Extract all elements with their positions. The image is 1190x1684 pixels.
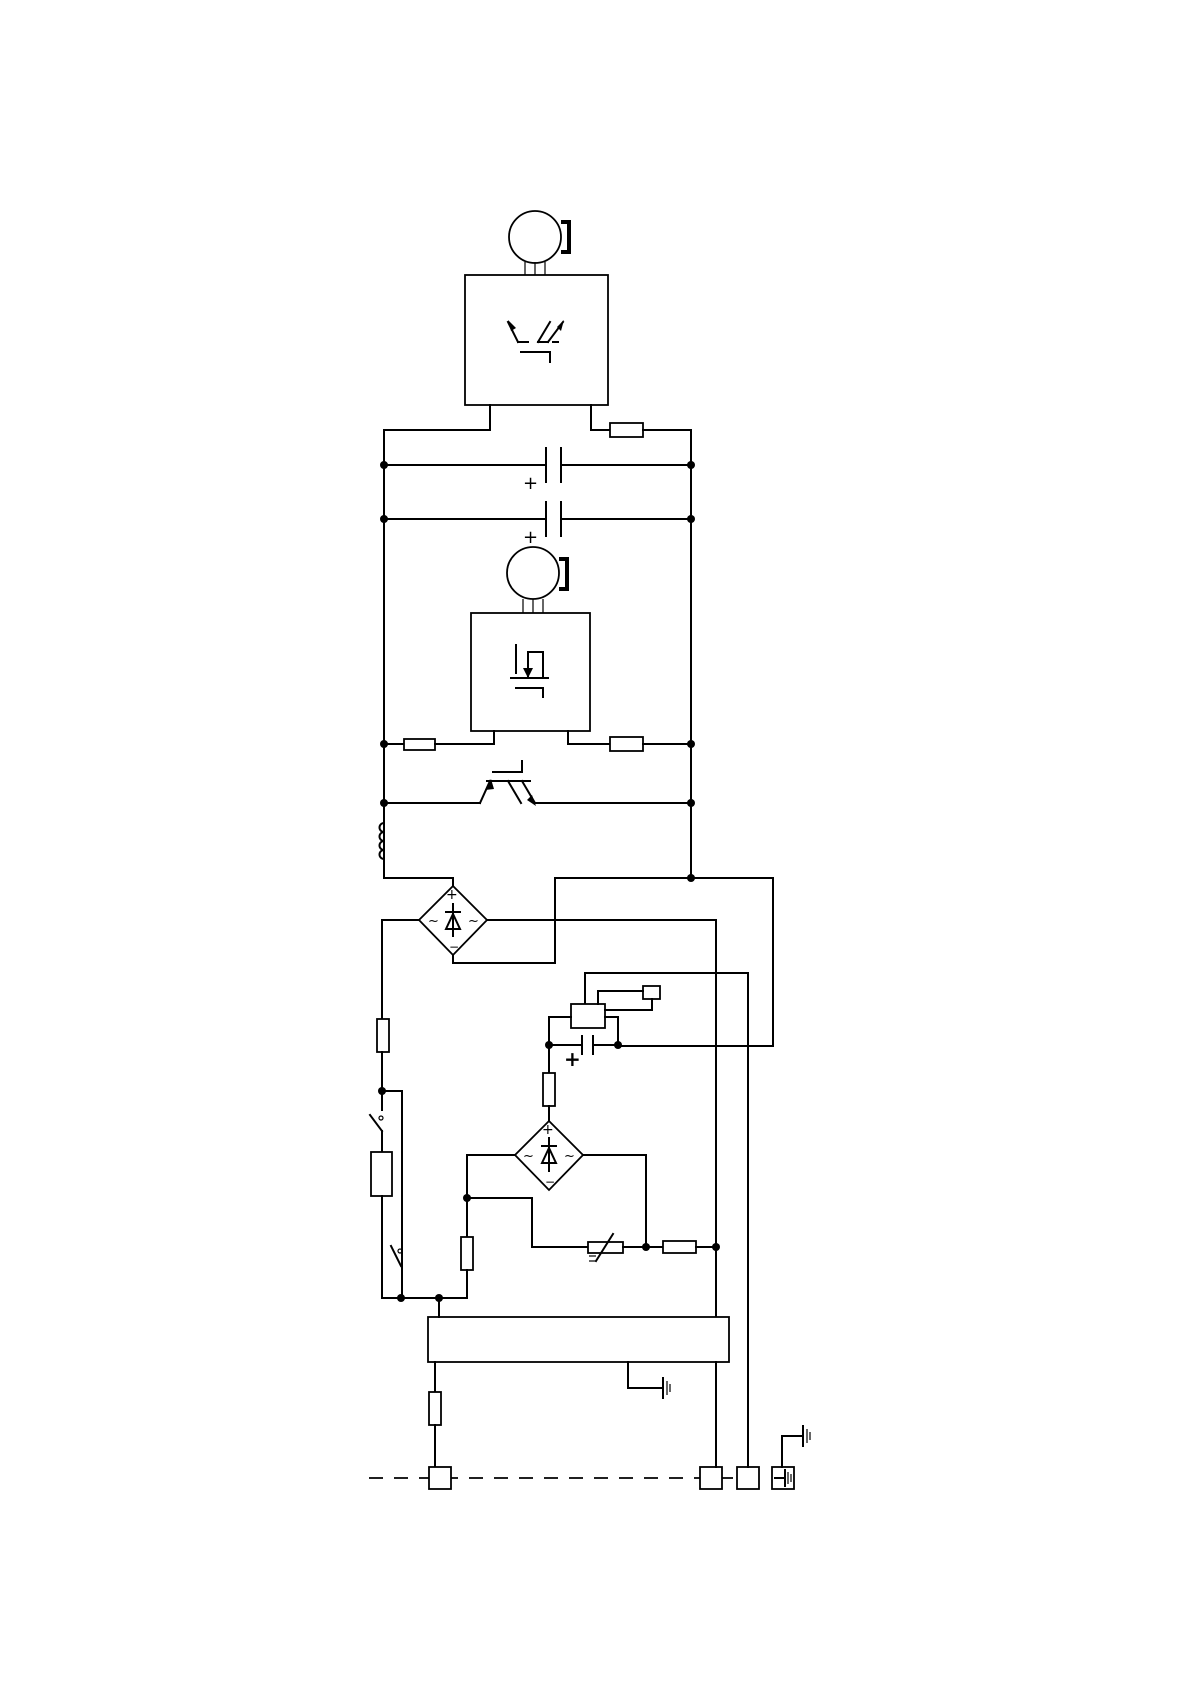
capacitor-3-plus: + <box>564 1047 581 1071</box>
transistor <box>380 761 695 807</box>
resistor-vertical-mid <box>461 1237 473 1270</box>
wire <box>605 999 652 1010</box>
capacitor-1: + <box>380 448 695 494</box>
wire <box>382 920 419 1019</box>
igbt-module <box>465 275 608 405</box>
wire <box>591 405 610 430</box>
control-unit <box>428 1317 729 1362</box>
wire <box>643 430 691 878</box>
bridge-1-plus: + <box>446 887 458 903</box>
capacitor-2: + <box>380 502 695 548</box>
wire <box>453 955 555 963</box>
resistor-large-left <box>371 1152 392 1196</box>
capacitor-plus-label: + <box>523 473 538 494</box>
terminal-2 <box>700 1467 722 1489</box>
small-module <box>643 986 660 999</box>
resistor-regulator <box>543 1073 555 1106</box>
bridge-2-tilde-right: ~ <box>564 1149 575 1164</box>
bridge-rectifier-1: + ~ ~ − <box>419 886 487 955</box>
bridge-2-plus: + <box>542 1122 554 1138</box>
bridge-1-tilde-right: ~ <box>468 914 479 929</box>
terminal-1 <box>429 1467 451 1489</box>
wire <box>585 973 748 1480</box>
resistor-mid-right <box>610 737 643 751</box>
capacitor-plus-label: + <box>523 527 538 548</box>
wire <box>583 1155 646 1247</box>
wire <box>435 731 494 744</box>
bridge-1-minus: − <box>449 940 459 954</box>
wire <box>568 731 610 744</box>
capacitor-3: + <box>545 1036 622 1071</box>
regulator <box>571 1004 605 1028</box>
ground-icon <box>803 1426 810 1446</box>
terminal-3 <box>737 1467 759 1489</box>
resistor-top-right <box>610 423 643 437</box>
switch-2 <box>391 1246 402 1266</box>
motor-top <box>509 211 569 275</box>
wire <box>549 1017 571 1045</box>
fuse-left <box>377 1019 389 1052</box>
wire <box>628 1362 663 1388</box>
wire <box>598 991 643 1004</box>
inductor <box>380 803 454 886</box>
resistor-mid-left <box>404 739 435 750</box>
terminal-ground <box>772 1467 794 1489</box>
bridge-rectifier-2: + ~ ~ − <box>515 1121 583 1190</box>
wire <box>782 1436 803 1467</box>
thermistor <box>588 1234 623 1261</box>
motor-middle <box>507 547 567 613</box>
ground-icon <box>663 1378 670 1398</box>
mosfet-module <box>471 613 590 731</box>
resistor-right-lower <box>663 1241 696 1253</box>
bridge-2-minus: − <box>545 1175 555 1189</box>
bridge-2-tilde-left: ~ <box>523 1149 534 1164</box>
wire <box>467 1155 515 1253</box>
bridge-1-tilde-left: ~ <box>428 914 439 929</box>
switch-1 <box>370 1091 383 1152</box>
resistor-bottom-left <box>429 1392 441 1425</box>
wire <box>467 1198 588 1247</box>
